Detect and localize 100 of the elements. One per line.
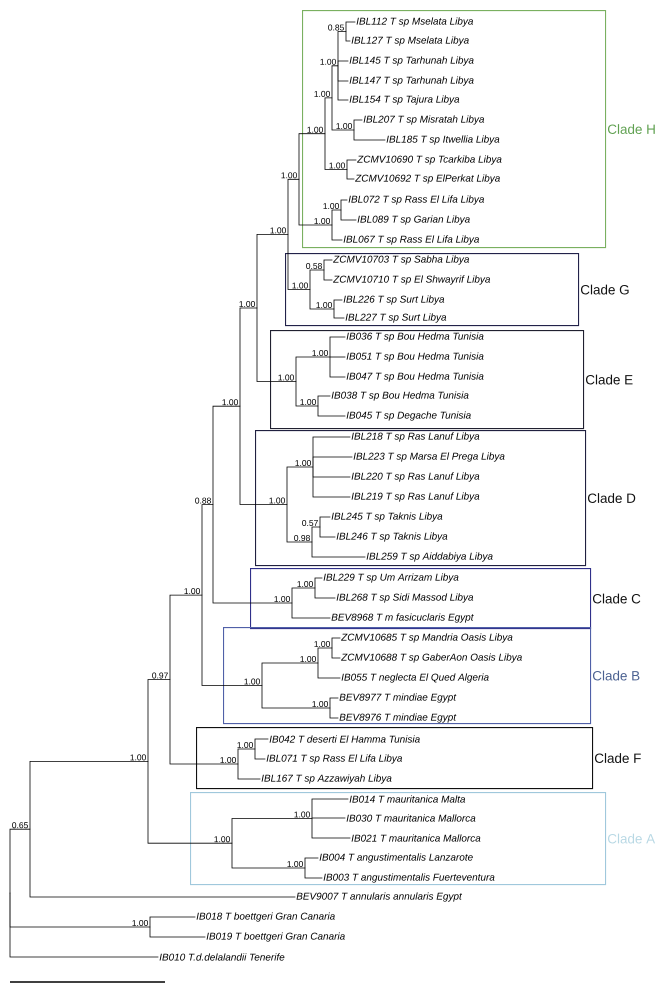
taxon-label: IBL246 T sp Taknis Libya — [336, 532, 448, 542]
taxon-label: IB045 T sp Degache Tunisia — [346, 411, 471, 421]
branch — [170, 679, 238, 764]
taxon-label: IBL071 T sp Rass El Lifa Libya — [266, 754, 402, 764]
taxon-label: IB018 T boettgeri Gran Canaria — [196, 912, 335, 922]
support-value: 1.00 — [314, 90, 330, 97]
branch — [354, 120, 362, 130]
branch — [324, 270, 332, 280]
branch — [310, 270, 324, 290]
branch — [332, 648, 340, 658]
branch — [318, 396, 330, 406]
support-value: 1.00 — [239, 301, 255, 307]
branch — [318, 662, 340, 678]
branch — [288, 178, 300, 235]
support-value: 1.00 — [294, 812, 310, 818]
support-value: 1.00 — [312, 701, 328, 707]
support-value: 0.97 — [152, 672, 168, 678]
node-label: Clade H — [608, 124, 655, 134]
support-value: 1.00 — [312, 350, 328, 356]
taxon-label: IBL218 T sp Ras Lanuf Libya — [352, 432, 480, 442]
branch — [314, 588, 336, 598]
taxon-label: IBL245 T sp Taknis Libya — [332, 512, 442, 522]
support-value: 1.00 — [270, 227, 286, 234]
branch — [254, 748, 266, 760]
taxon-label: IB021 T mauritanica Mallorca — [352, 834, 480, 842]
taxon-label: ZCMV10688 T sp GaberAon Oasis Libya — [341, 653, 522, 663]
branch — [202, 594, 262, 686]
taxon-label: IB014 T mauritanica Malta — [350, 795, 466, 803]
support-value: 1.00 — [297, 581, 313, 587]
branch — [256, 308, 296, 382]
taxon-label: IBL220 T sp Ras Lanuf Libya — [352, 472, 480, 482]
taxon-label: BEV8977 T mindiae Egypt — [340, 693, 456, 703]
node-label: Clade E — [586, 374, 633, 384]
support-value: 1.00 — [300, 656, 316, 662]
branch — [332, 65, 338, 98]
taxon-label: IBL167 T sp Azzawiyah Libya — [262, 774, 392, 784]
branch — [330, 336, 346, 358]
taxon-label: IBL145 T sp Tarhunah Libya — [350, 56, 474, 66]
branch — [10, 828, 30, 894]
branch — [296, 381, 318, 406]
branch — [254, 738, 268, 750]
branch — [340, 200, 348, 210]
support-value: 1.00 — [307, 126, 323, 133]
branch — [150, 926, 206, 938]
taxon-label: IB036 T sp Bou Hedma Tunisia — [346, 332, 484, 342]
taxon-label: IB030 T mauritanica Mallorca — [346, 814, 476, 822]
branch — [202, 504, 214, 596]
support-value: 1.00 — [244, 678, 260, 684]
branch — [238, 764, 260, 780]
support-value: 1.00 — [237, 742, 253, 748]
support-value: 0.57 — [302, 520, 318, 526]
branch — [318, 648, 332, 664]
support-value: 1.00 — [295, 460, 311, 466]
support-value: 1.00 — [269, 498, 285, 504]
support-value: 1.00 — [314, 641, 330, 647]
support-value: 1.00 — [300, 399, 316, 405]
branch — [346, 160, 356, 170]
support-value: 1.00 — [278, 374, 294, 380]
branch — [318, 406, 346, 416]
branch — [304, 858, 318, 868]
node-label: Clade A — [608, 834, 656, 844]
support-value: 1.00 — [287, 861, 303, 867]
branch — [314, 578, 322, 588]
taxon-label: IB010 T.d.delalandii Tenerife — [160, 953, 284, 961]
support-value: 1.00 — [222, 399, 238, 406]
branch — [296, 356, 330, 382]
node-label: Clade F — [594, 753, 641, 763]
branch — [312, 818, 350, 838]
branch — [286, 466, 314, 505]
branch — [340, 210, 356, 220]
taxon-label: IBL147 T sp Tarhunah Libya — [350, 76, 474, 86]
taxon-label: IBL067 T sp Rass El Lifa Libya — [344, 235, 480, 245]
taxon-label: ZCMV10685 T sp Mandria Oasis Libya — [341, 633, 512, 643]
branch — [330, 356, 346, 378]
branch — [298, 133, 326, 180]
taxon-label: BEV9007 T annularis annularis Egypt — [296, 892, 462, 902]
branch — [330, 356, 346, 358]
branch — [30, 761, 148, 830]
branch — [312, 466, 350, 498]
branch — [312, 542, 366, 558]
node-label: Clade C — [592, 594, 640, 604]
taxon-label: IB038 T sp Bou Hedma Tunisia — [332, 391, 469, 401]
support-value: 0.85 — [328, 24, 344, 30]
taxon-label: ZCMV10690 T sp Tcarkiba Libya — [357, 155, 502, 165]
branch — [310, 289, 334, 310]
branch — [212, 504, 292, 604]
branch — [262, 662, 318, 686]
support-value: 1.00 — [130, 754, 146, 760]
support-value: 1.00 — [184, 588, 200, 594]
node-label: Clade B — [592, 670, 640, 680]
taxon-label: IB047 T sp Bou Hedma Tunisia — [346, 372, 484, 382]
node-label: Clade D — [588, 493, 636, 503]
branch — [148, 679, 170, 762]
support-value: 1.00 — [214, 836, 230, 842]
taxon-label: IBL229 T sp Um Arrizam Libya — [324, 573, 458, 583]
branch — [332, 98, 354, 130]
taxon-label: IB051 T sp Bou Hedma Tunisia — [346, 352, 484, 362]
branch — [338, 60, 348, 66]
branch — [332, 210, 342, 226]
node-label: Clade G — [580, 284, 629, 294]
